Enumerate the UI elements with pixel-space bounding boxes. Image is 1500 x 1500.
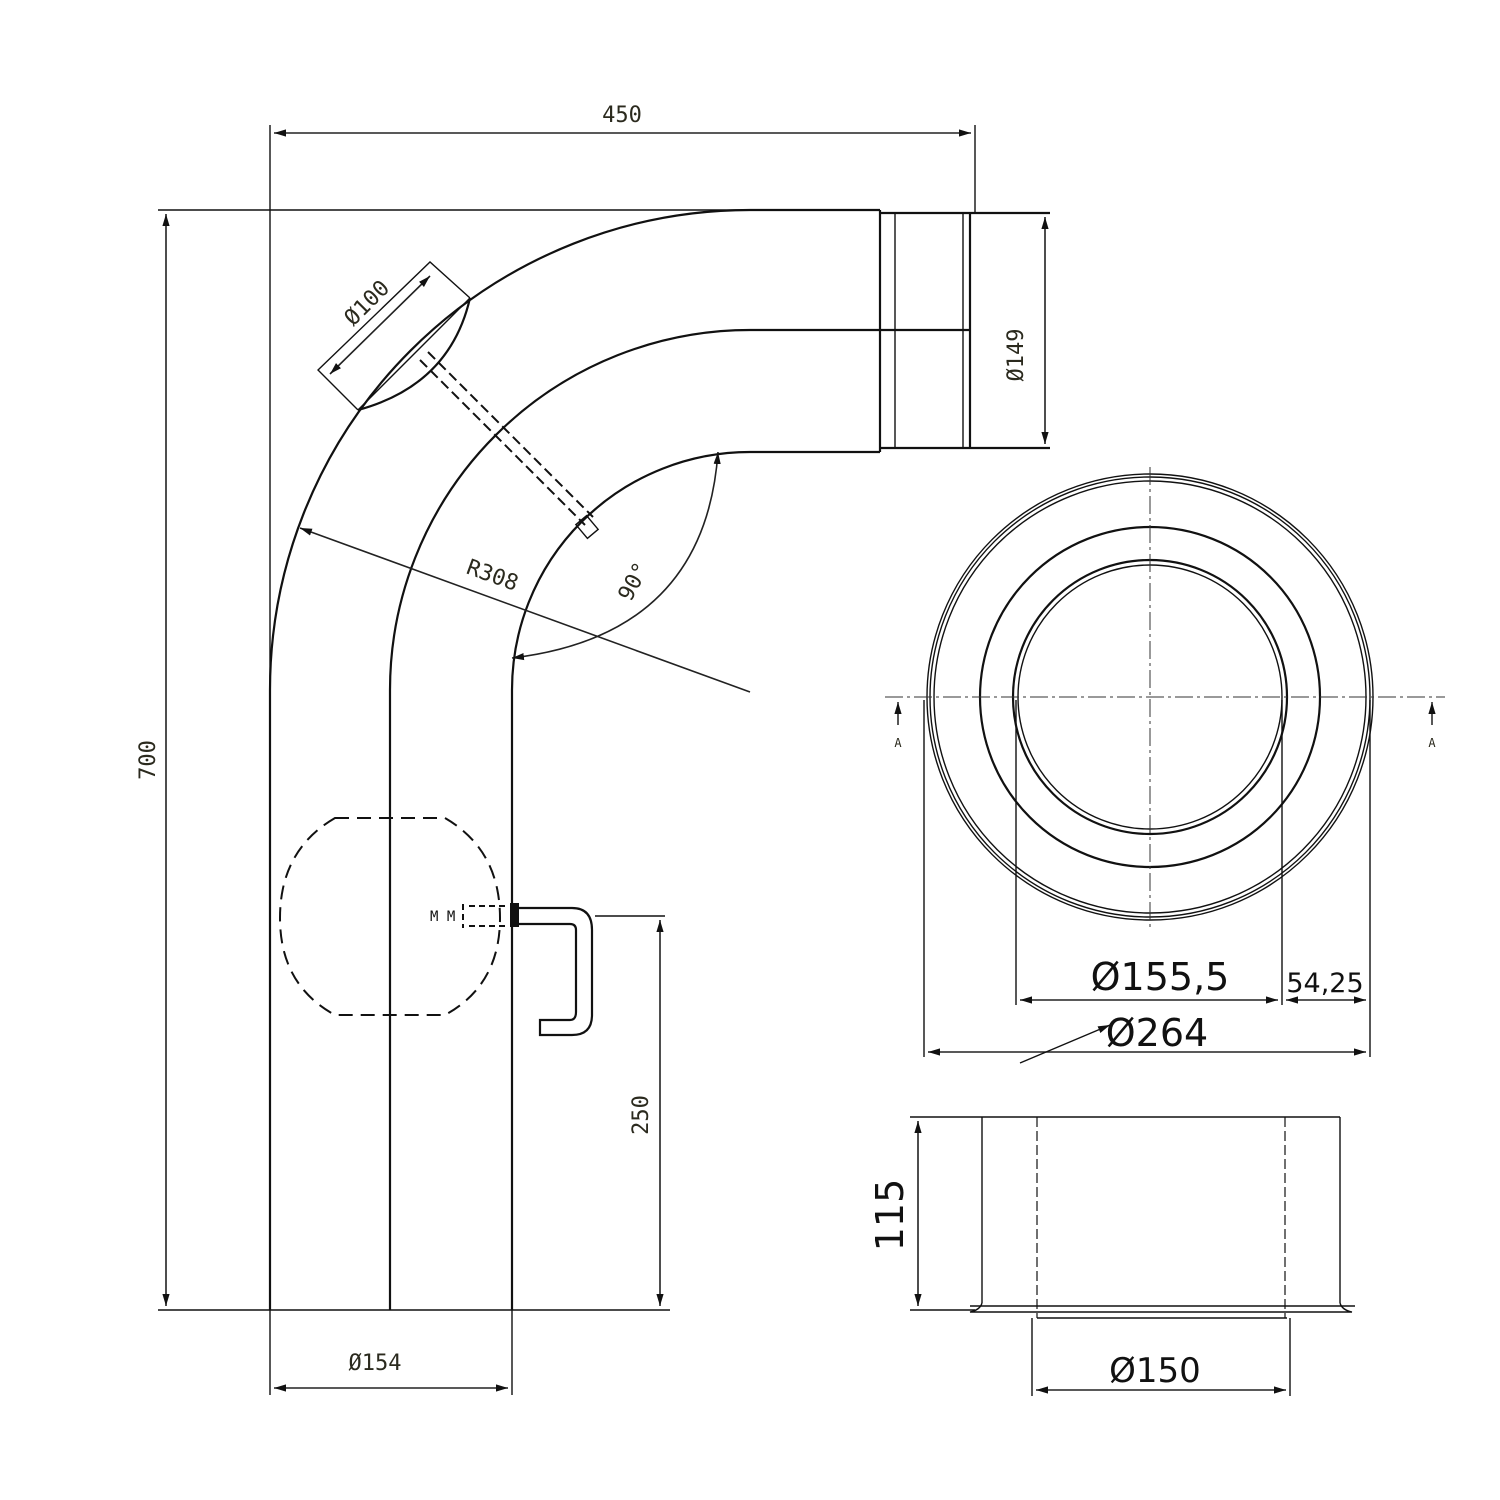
rosette-section-view: 115 Ø150 [868, 1116, 1355, 1396]
section-marker-right: A [1428, 736, 1436, 750]
outer-diameter-label: Ø264 [1106, 1011, 1208, 1055]
height-label: 700 [136, 740, 161, 780]
flange-width-label: 54,25 [1286, 968, 1363, 999]
elbow-inner-contour [510, 450, 880, 1310]
svg-text:M M: M M [430, 909, 455, 925]
elbow-side-view: Ø100 R308 90° M M 450 700 Ø149 Ø154 250 [136, 103, 1050, 1395]
damper-disc-hidden [278, 817, 502, 1016]
cleanout-opening [317, 261, 472, 412]
angle-label: 90° [614, 559, 655, 606]
handle-height-label: 250 [629, 1095, 654, 1135]
outlet-diameter-label: Ø149 [1004, 329, 1029, 382]
section-height-label: 115 [868, 1179, 912, 1252]
damper-rod [419, 351, 600, 540]
inner-diameter-label: Ø155,5 [1091, 955, 1230, 999]
section-marker-left: A [894, 736, 902, 750]
elbow-center-seam [388, 328, 970, 1310]
outlet-sleeve [878, 210, 1050, 452]
leader-line [1019, 1024, 1111, 1064]
rosette-top-view: A A Ø155,5 54,25 Ø264 [885, 467, 1445, 1064]
angle-dimension-arc [511, 451, 721, 661]
width-label: 450 [602, 103, 642, 128]
inlet-diameter-label: Ø154 [349, 1351, 402, 1376]
radius-dimension-line [299, 527, 751, 693]
damper-handle[interactable]: M M [430, 903, 594, 1037]
section-diameter-label: Ø150 [1109, 1351, 1201, 1391]
